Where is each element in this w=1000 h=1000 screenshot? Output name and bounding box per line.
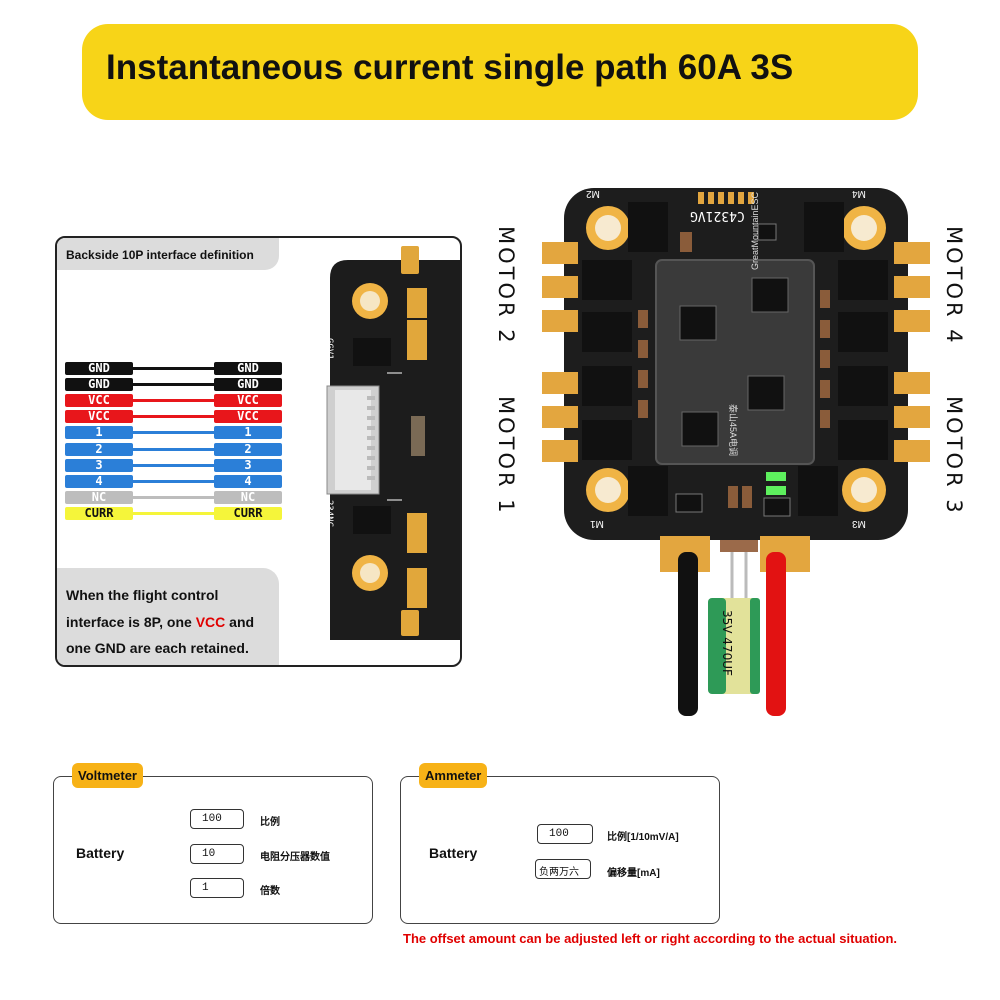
title-banner: Instantaneous current single path 60A 3S [82,24,918,120]
motor-1-label: MOTOR 1 [494,396,518,516]
connector-label-bottom: 234NC [324,500,334,528]
pin-left-label: GND [65,362,133,375]
pin-right-label: VCC [214,410,282,424]
corner-label-m4: M4 [852,188,866,199]
voltmeter-title: Voltmeter [72,763,143,788]
pin-right-label: GND [214,362,282,375]
note-line-1: When the flight control [66,587,219,603]
corner-label-m1: M1 [590,518,604,529]
voltmeter-battery-label: Battery [76,845,125,861]
connector-label-top: GGV1 [324,338,334,360]
voltmeter-ratio-label: 比例 [260,817,280,828]
motor-4-label: MOTOR 4 [942,226,966,346]
capacitor-label: 35V 470UF [720,610,734,676]
pin-right-label: NC [214,490,282,504]
note-box: When the flight control interface is 8P,… [57,568,279,665]
voltmeter-divider-label: 电阻分压器数值 [260,852,330,863]
voltmeter-multiplier-label: 倍数 [260,886,280,897]
voltmeter-multiplier-field[interactable]: 1 [190,878,244,898]
pin-right-label: 1 [214,426,282,440]
pin-right-label: 3 [214,458,282,472]
ammeter-offset-field[interactable]: 负两万六 [535,859,591,879]
interface-definition-panel: Backside 10P interface definition GND GND… [55,236,462,667]
pin-left-label: GND [65,378,133,392]
pin-left-label: VCC [65,394,133,408]
ammeter-panel: Ammeter Battery 100 比例[1/10mV/A] 负两万六 偏移… [400,763,720,924]
note-line-2a: interface is 8P, one [66,613,196,630]
note-text: When the flight control interface is 8P,… [66,582,276,662]
pin-wire [121,415,281,419]
motor-2-label: MOTOR 2 [494,226,518,346]
pin-left-label: CURR [65,506,133,520]
header-label: C4321VG [690,208,745,223]
pin-wire [121,479,281,483]
pin-right-label: GND [214,378,282,392]
pin-wire [121,431,281,435]
ammeter-ratio-label: 比例[1/10mV/A] [607,832,679,843]
pin-wire [121,463,281,467]
note-line-2b: and [225,613,255,630]
pin-right-label: 4 [214,474,282,488]
pin-wire [121,399,281,403]
ammeter-battery-label: Battery [429,845,478,861]
voltmeter-ratio-field[interactable]: 100 [190,809,244,829]
pin-left-label: 2 [65,442,133,456]
page-title: Instantaneous current single path 60A 3S [106,48,794,87]
corner-label-m2: M2 [586,188,600,199]
note-line-3: one GND are each retained. [66,640,249,656]
pin-right-label: CURR [214,506,282,520]
ammeter-ratio-field[interactable]: 100 [537,824,593,844]
ammeter-title: Ammeter [419,763,488,788]
pin-right-label: VCC [214,394,282,408]
voltmeter-panel: Voltmeter Battery 100 比例 10 电阻分压器数值 1 倍数 [53,763,373,924]
ammeter-offset-label: 偏移量[mA] [607,868,660,879]
pin-wire [121,495,281,499]
pin-left-label: 3 [65,458,133,472]
pin-left-label: NC [65,490,133,504]
esc-board-drawing [542,188,930,716]
pin-left-label: VCC [65,410,133,424]
pin-left-label: 1 [65,426,133,440]
pin-wire [121,367,281,370]
pin-wire [121,447,281,451]
pin-right-label: 2 [214,442,282,456]
motor-3-label: MOTOR 3 [942,396,966,516]
pin-wire [121,511,281,515]
chip-label: 泰山45A电调 [728,404,738,457]
note-vcc: VCC [195,613,226,630]
brand-label: GreatMountainESC [750,191,760,270]
corner-label-m3: M3 [852,518,866,529]
voltmeter-divider-field[interactable]: 10 [190,844,244,864]
pin-wire [121,383,281,387]
pin-left-label: 4 [65,474,133,488]
interface-title: Backside 10P interface definition [57,238,279,270]
footnote: The offset amount can be adjusted left o… [403,931,898,946]
